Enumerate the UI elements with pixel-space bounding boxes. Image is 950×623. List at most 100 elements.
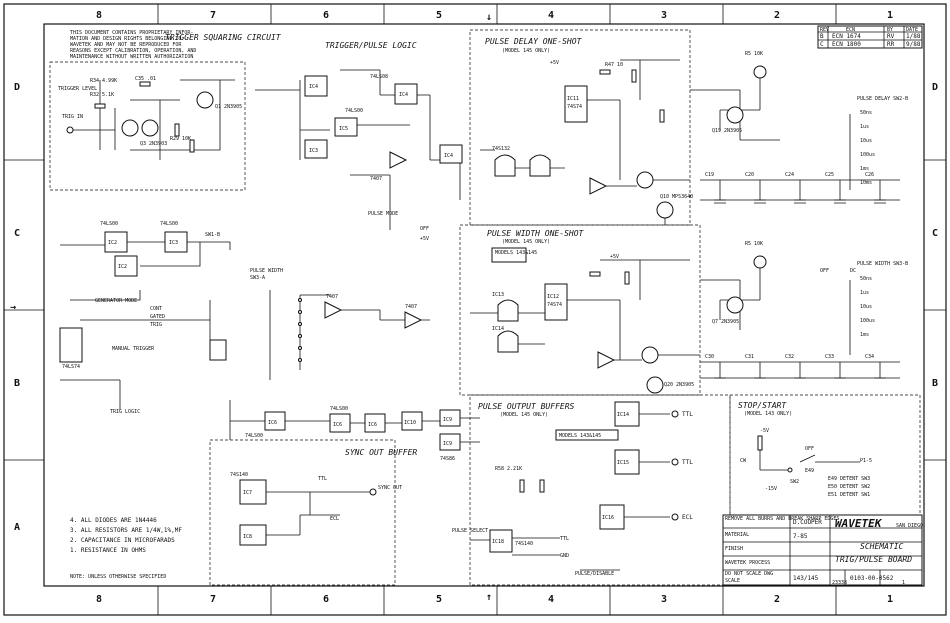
svg-text:REASONS EXCEPT CALIBRATION, OP: REASONS EXCEPT CALIBRATION, OPERATION, A…: [70, 48, 196, 54]
zone-5-bottom: 5: [436, 594, 442, 605]
svg-text:Q3 2N3903: Q3 2N3903: [140, 141, 167, 147]
svg-text:IC8: IC8: [243, 534, 252, 540]
svg-text:R47 10: R47 10: [605, 62, 623, 68]
zone-b-right: B: [932, 378, 938, 389]
q21-transistor: [641, 346, 659, 364]
svg-text:IC4: IC4: [309, 84, 318, 90]
side-zone-labels: D C B A → D C B: [4, 82, 946, 533]
svg-text:74LS08: 74LS08: [370, 74, 388, 80]
svg-text:74LS00: 74LS00: [330, 406, 348, 412]
svg-text:Q20 2N3905: Q20 2N3905: [664, 382, 694, 388]
ic2b-gate: [114, 255, 138, 277]
ic-7407-small: [209, 339, 227, 361]
svg-text:TTL: TTL: [560, 536, 569, 542]
pulse-width-sw-label-b: PULSE WIDTH SW3-B: [857, 261, 908, 267]
svg-text:IC15: IC15: [617, 460, 629, 466]
svg-text:E49: E49: [805, 468, 814, 474]
svg-text:MAINTENANCE WITHOUT WRITTEN AU: MAINTENANCE WITHOUT WRITTEN AUTHORIZATIO…: [70, 54, 193, 60]
models-143-145-label: MODELS 143&145: [559, 433, 601, 439]
svg-text:CONT: CONT: [150, 306, 162, 312]
pulse-output-title: PULSE OUTPUT BUFFERS: [478, 402, 575, 411]
svg-text:C32: C32: [785, 354, 794, 360]
rev-row-b-rev: B: [820, 33, 824, 40]
svg-text:R5 10K: R5 10K: [745, 51, 763, 57]
model-number: 143/145: [793, 575, 819, 582]
svg-text:WAVETEK PROCESS: WAVETEK PROCESS: [725, 560, 770, 566]
svg-text:C30: C30: [705, 354, 714, 360]
pulse-delay-note: (MODEL 145 ONLY): [502, 48, 550, 54]
svg-text:SCALE: SCALE: [725, 578, 740, 584]
svg-text:Q7 2N3905: Q7 2N3905: [712, 319, 739, 325]
inner-border: [43, 23, 925, 587]
svg-text:C20: C20: [745, 172, 754, 178]
zone-7-top: 7: [210, 10, 216, 21]
rev-row-c-date: 9/88: [906, 41, 921, 48]
zone-c-left: C: [14, 228, 20, 239]
zone-c-right: C: [932, 228, 938, 239]
notes-block: 4. ALL DIODES ARE 1N4446 3. ALL RESISTOR…: [70, 517, 182, 580]
svg-text:7407: 7407: [370, 176, 382, 182]
svg-text:100us: 100us: [860, 152, 875, 158]
revision-table: REV ECN BY DATE B ECN 1674 RV 1/88 C ECN…: [817, 25, 923, 49]
trigger-pulse-logic-title: TRIGGER/PULSE LOGIC: [325, 41, 417, 50]
ic5-gate: [334, 117, 358, 137]
ic-pulse-select: [489, 529, 513, 553]
pulse-width-range: R5 10K Q7 2N3905 PULSE WIDTH SW3-B 50ns …: [700, 241, 908, 379]
svg-text:23338: 23338: [832, 580, 847, 586]
svg-text:MATERIAL: MATERIAL: [725, 532, 749, 538]
svg-text:C24: C24: [785, 172, 794, 178]
q10-transistor: [636, 171, 654, 189]
q2-transistor: [141, 119, 159, 137]
pulse-width-title: PULSE WIDTH ONE-SHOT: [487, 229, 585, 238]
title-line-1: SCHEMATIC: [860, 542, 904, 551]
center-arrow-bottom: ↑: [486, 592, 492, 603]
svg-text:+5V: +5V: [610, 254, 619, 260]
zone-2-top: 2: [774, 10, 780, 21]
sync-out-label: SYNC OUT: [378, 485, 402, 491]
rev-row-c-by: RR: [887, 41, 895, 48]
svg-text:DO NOT SCALE DWG: DO NOT SCALE DWG: [725, 571, 773, 577]
center-arrow-top: ↓: [486, 12, 492, 23]
zone-4-top: 4: [548, 10, 554, 21]
ic11-flipflop: [564, 85, 588, 123]
svg-text:OFF: OFF: [420, 226, 429, 232]
pulse-width-note: (MODEL 145 ONLY): [502, 239, 550, 245]
rev-row-b-by: RV: [887, 33, 895, 40]
svg-text:TTL: TTL: [318, 476, 327, 482]
svg-text:+5V: +5V: [550, 60, 559, 66]
delay-variable-pot: [753, 65, 767, 79]
zone-6-top: 6: [323, 10, 329, 21]
ic13-nand: [497, 299, 519, 322]
title-line-2: TRIG/PULSE BOARD: [835, 555, 912, 564]
q7-transistor: [656, 201, 674, 219]
svg-text:E50 DETENT SW2: E50 DETENT SW2: [828, 484, 870, 490]
top-zone-labels: 8 7 6 5 4 3 2 1 8 7 6 5 4 3 2 1 ↓ ↑: [96, 4, 893, 615]
note-4: 4. ALL DIODES ARE 1N4446: [70, 517, 157, 524]
zone-3-top: 3: [661, 10, 667, 21]
svg-text:ECL: ECL: [330, 516, 339, 522]
svg-text:SW1-B: SW1-B: [205, 232, 220, 238]
svg-text:74S86: 74S86: [440, 456, 455, 462]
svg-text:CW: CW: [740, 458, 747, 464]
svg-text:IC3: IC3: [309, 148, 318, 154]
svg-text:IC11: IC11: [567, 96, 579, 102]
q20-transistor: [646, 376, 664, 394]
zone-5-top: 5: [436, 10, 442, 21]
ic11b-nand: [529, 154, 551, 177]
svg-text:R32 5.1K: R32 5.1K: [90, 92, 114, 98]
svg-text:IC4: IC4: [399, 92, 408, 98]
ic11-nand: [494, 154, 516, 177]
pulse-mode-label: PULSE MODE: [368, 211, 398, 217]
svg-text:IC9: IC9: [443, 417, 452, 423]
ecl-output-label: ECL: [682, 514, 693, 521]
svg-text:Q19 2N3905: Q19 2N3905: [712, 128, 742, 134]
pulse-select-label: PULSE SELECT: [452, 528, 488, 534]
svg-text:74S74: 74S74: [567, 104, 582, 110]
ttl-output-label-1: TTL: [682, 411, 693, 418]
zone-8-top: 8: [96, 10, 102, 21]
zone-d-left: D: [14, 82, 20, 93]
svg-text:10ms: 10ms: [860, 180, 872, 186]
svg-text:1us: 1us: [860, 124, 869, 130]
ic4-gate: [304, 75, 328, 97]
